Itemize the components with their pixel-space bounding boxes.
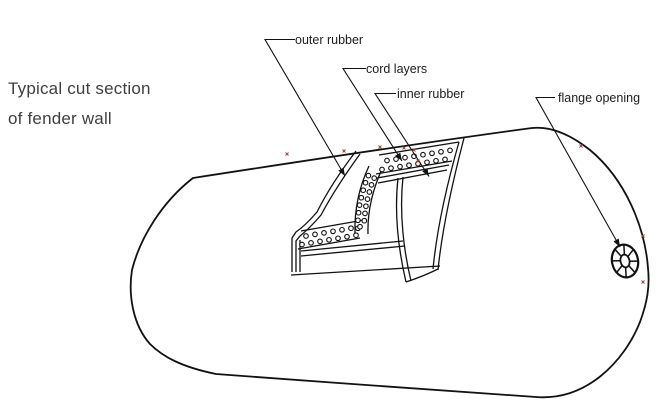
cord-end-dots: [299, 147, 453, 248]
cutaway-cord-layer-band: [297, 141, 460, 250]
diagram-title: Typical cut section of fender wall: [8, 74, 151, 134]
label-flange-opening: flange opening: [558, 91, 641, 105]
flange-spokes: [612, 245, 638, 277]
flange-opening-wheel-icon: [610, 243, 640, 279]
arrowhead-outer-rubber-icon: [338, 167, 345, 176]
leader-line-flange-opening: [535, 96, 621, 248]
fender-body-outline: [129, 126, 650, 399]
title-line-1: Typical cut section: [8, 79, 151, 98]
arrowhead-cord-layers-icon: [395, 152, 402, 161]
leader-line-inner-rubber: [373, 92, 430, 177]
leader-arrowheads: [338, 152, 620, 247]
arrowhead-inner-rubber-icon: [422, 168, 429, 177]
cutaway-inner-rubber-edge: [376, 137, 465, 283]
title-line-2: of fender wall: [8, 109, 112, 128]
leader-line-outer-rubber: [264, 38, 346, 177]
label-cord-layers: cord layers: [366, 62, 428, 76]
leader-lines: [264, 38, 621, 248]
label-outer-rubber: outer rubber: [295, 33, 364, 47]
leader-line-cord-layers: [341, 67, 403, 162]
anchor-marks: [285, 144, 645, 284]
label-inner-rubber: inner rubber: [397, 87, 465, 101]
cutaway-inner-surface-edges: [290, 240, 441, 283]
